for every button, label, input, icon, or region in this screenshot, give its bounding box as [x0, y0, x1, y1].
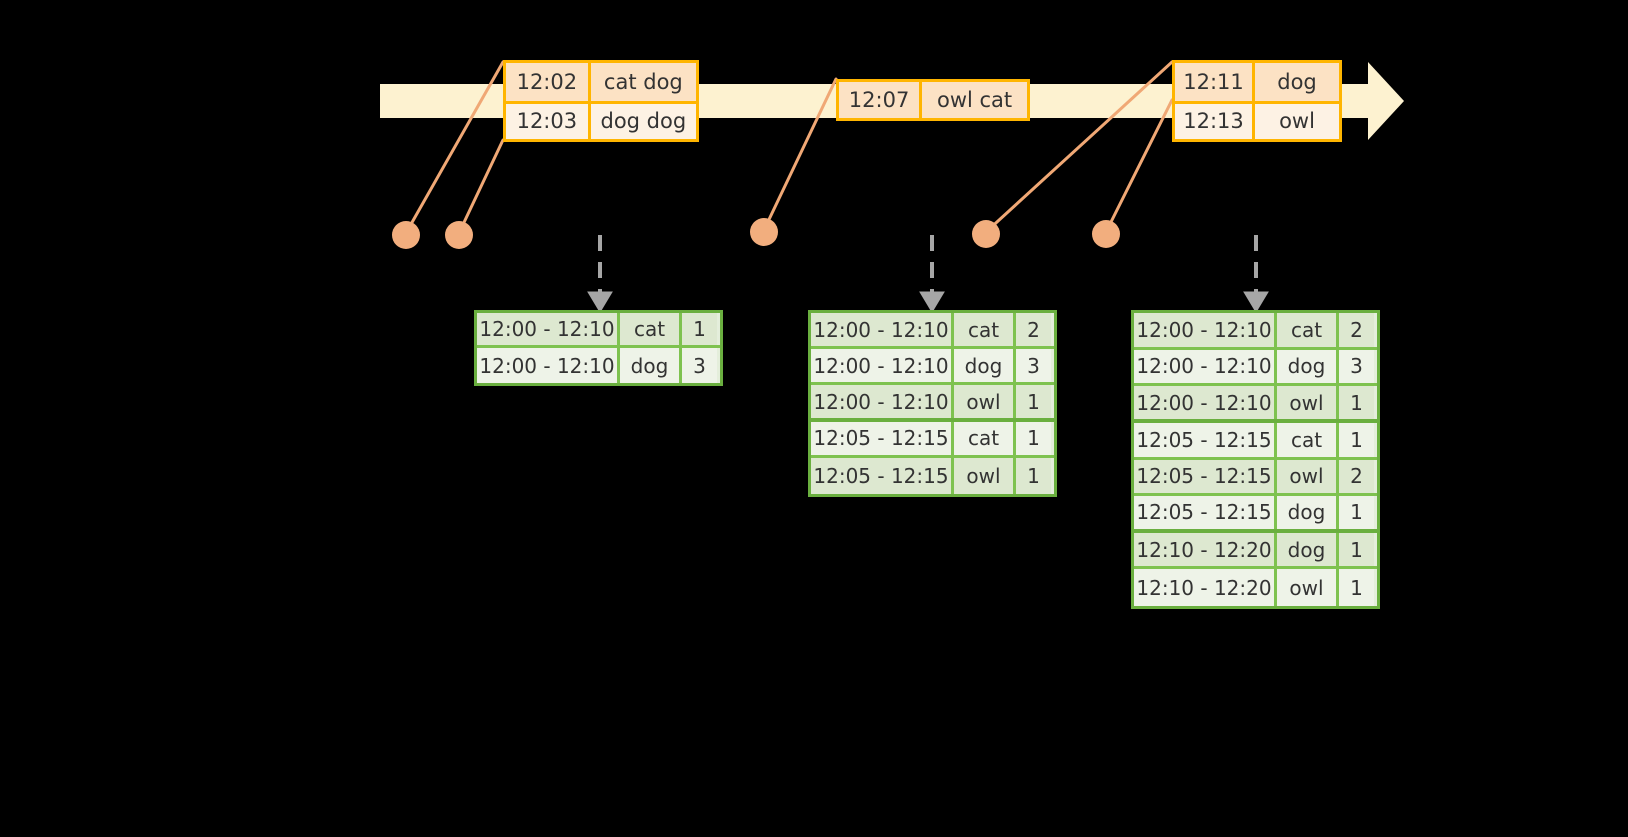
cell-count: 1 [1013, 385, 1051, 418]
table-row: 12:00 - 12:10 owl 1 [811, 385, 1054, 422]
event-group-2: 12:07 owl cat [836, 79, 1030, 121]
connector-dots [392, 218, 1120, 249]
cell-window: 12:00 - 12:10 [477, 348, 617, 383]
cell-window: 12:00 - 12:10 [477, 313, 617, 346]
result-table-1: 12:00 - 12:10 cat 1 12:00 - 12:10 dog 3 [474, 310, 723, 386]
table-row: 12:00 - 12:10 cat 1 [477, 313, 720, 349]
event-group-3: 12:11 dog 12:13 owl [1172, 60, 1342, 142]
cell-window: 12:00 - 12:10 [1134, 313, 1274, 347]
down-arrows [587, 235, 1269, 313]
event-time: 12:02 [506, 63, 588, 101]
cell-count: 1 [1013, 421, 1051, 455]
event-text: dog dog [587, 103, 696, 139]
event-row: 12:03 dog dog [506, 100, 696, 139]
cell-window: 12:10 - 12:20 [1134, 532, 1274, 567]
cell-key: dog [1274, 349, 1336, 384]
down-arrow-3 [1243, 235, 1269, 313]
table-row: 12:05 - 12:15 dog 1 [1134, 496, 1377, 533]
cell-key: owl [951, 457, 1013, 494]
table-row: 12:00 - 12:10 dog 3 [811, 349, 1054, 386]
cell-key: cat [617, 313, 679, 346]
table-row: 12:10 - 12:20 dog 1 [1134, 532, 1377, 570]
cell-key: owl [1274, 459, 1336, 494]
cell-window: 12:00 - 12:10 [811, 313, 951, 347]
cell-count: 1 [1336, 386, 1374, 419]
cell-window: 12:05 - 12:15 [1134, 459, 1274, 494]
event-time: 12:07 [839, 82, 920, 118]
event-text: cat dog [587, 63, 696, 101]
cell-key: cat [1274, 313, 1336, 347]
cell-key: cat [951, 313, 1013, 347]
cell-key: owl [951, 385, 1013, 418]
event-time: 12:13 [1175, 103, 1252, 139]
event-row: 12:13 owl [1175, 100, 1339, 139]
table-row: 12:05 - 12:15 cat 1 [811, 421, 1054, 458]
cell-window: 12:10 - 12:20 [1134, 569, 1274, 606]
cell-key: dog [1274, 532, 1336, 567]
cell-count: 1 [1336, 569, 1374, 606]
result-table-3: 12:00 - 12:10 cat 2 12:00 - 12:10 dog 3 … [1131, 310, 1380, 609]
table-row: 12:05 - 12:15 owl 1 [811, 457, 1054, 494]
cell-count: 1 [1336, 532, 1374, 567]
event-row: 12:02 cat dog [506, 63, 696, 101]
cell-window: 12:00 - 12:10 [1134, 386, 1274, 419]
event-text: owl cat [919, 82, 1027, 118]
cell-window: 12:00 - 12:10 [811, 349, 951, 383]
connector-dot-4 [972, 220, 1000, 248]
event-row: 12:11 dog [1175, 63, 1339, 101]
cell-count: 2 [1013, 313, 1051, 347]
cell-count: 2 [1336, 459, 1374, 494]
connector-dot-3 [750, 218, 778, 246]
table-row: 12:05 - 12:15 cat 1 [1134, 422, 1377, 460]
table-row: 12:00 - 12:10 dog 3 [477, 348, 720, 383]
table-row: 12:05 - 12:15 owl 2 [1134, 459, 1377, 497]
cell-key: dog [617, 348, 679, 383]
cell-window: 12:05 - 12:15 [1134, 422, 1274, 457]
event-row: 12:07 owl cat [839, 82, 1027, 118]
cell-count: 3 [679, 348, 717, 383]
event-text: owl [1252, 103, 1339, 139]
cell-key: dog [951, 349, 1013, 383]
cell-key: owl [1274, 569, 1336, 606]
cell-window: 12:00 - 12:10 [811, 385, 951, 418]
table-row: 12:00 - 12:10 cat 2 [811, 313, 1054, 350]
cell-count: 1 [679, 313, 717, 346]
cell-window: 12:05 - 12:15 [1134, 496, 1274, 529]
event-time: 12:03 [506, 103, 588, 139]
cell-count: 3 [1336, 349, 1374, 384]
cell-count: 1 [1336, 496, 1374, 529]
cell-key: owl [1274, 386, 1336, 419]
down-arrow-2 [919, 235, 945, 313]
cell-count: 3 [1013, 349, 1051, 383]
event-group-1: 12:02 cat dog 12:03 dog dog [503, 60, 699, 142]
cell-key: dog [1274, 496, 1336, 529]
cell-count: 1 [1336, 422, 1374, 457]
table-row: 12:00 - 12:10 dog 3 [1134, 349, 1377, 387]
cell-key: cat [951, 421, 1013, 455]
event-text: dog [1252, 63, 1339, 101]
result-table-2: 12:00 - 12:10 cat 2 12:00 - 12:10 dog 3 … [808, 310, 1057, 497]
table-row: 12:00 - 12:10 cat 2 [1134, 313, 1377, 350]
cell-window: 12:05 - 12:15 [811, 421, 951, 455]
cell-count: 1 [1013, 457, 1051, 494]
table-row: 12:00 - 12:10 owl 1 [1134, 386, 1377, 423]
connector-dot-1 [392, 221, 420, 249]
connector-dot-2 [445, 221, 473, 249]
event-time: 12:11 [1175, 63, 1252, 101]
cell-key: cat [1274, 422, 1336, 457]
table-row: 12:10 - 12:20 owl 1 [1134, 569, 1377, 606]
cell-count: 2 [1336, 313, 1374, 347]
cell-window: 12:00 - 12:10 [1134, 349, 1274, 384]
cell-window: 12:05 - 12:15 [811, 457, 951, 494]
connector-dot-5 [1092, 220, 1120, 248]
down-arrow-1 [587, 235, 613, 313]
